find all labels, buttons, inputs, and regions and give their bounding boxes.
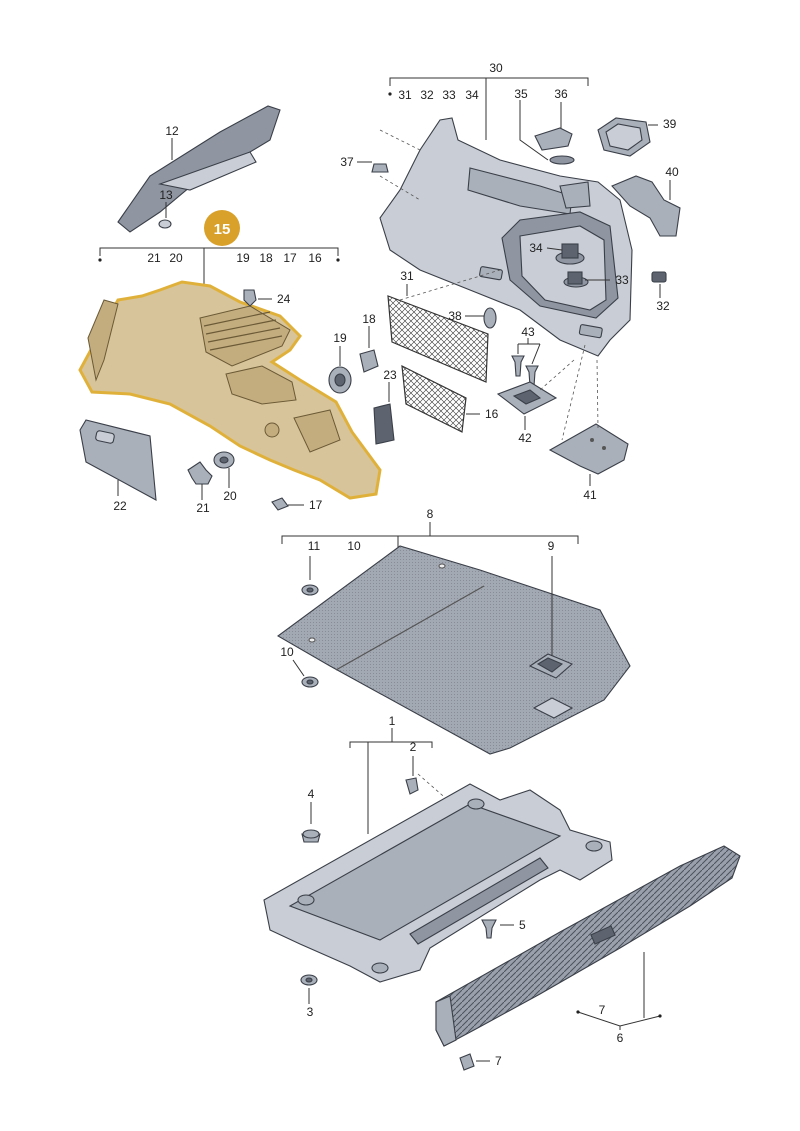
floor-mat-group: 8 11 10 9 10 xyxy=(276,507,631,755)
floor-mat-8[interactable] xyxy=(276,545,631,755)
callout-3[interactable]: 3 xyxy=(307,1005,314,1019)
clip-7[interactable] xyxy=(459,1053,475,1071)
callout-12[interactable]: 12 xyxy=(165,124,179,138)
callout-18[interactable]: 18 xyxy=(362,312,376,326)
clip-32[interactable] xyxy=(651,271,667,283)
clip-37[interactable] xyxy=(371,163,389,173)
clip-2[interactable] xyxy=(405,777,419,795)
clip-24[interactable] xyxy=(243,289,257,307)
cover-panel-12[interactable] xyxy=(117,105,281,233)
callout-34-top[interactable]: 34 xyxy=(465,88,479,102)
bracket-40[interactable] xyxy=(611,175,681,237)
callout-5[interactable]: 5 xyxy=(519,918,526,932)
callout-38[interactable]: 38 xyxy=(448,309,462,323)
callout-7-top[interactable]: 7 xyxy=(599,1003,606,1017)
callout-30[interactable]: 30 xyxy=(489,61,503,75)
callout-16-top[interactable]: 16 xyxy=(308,251,322,265)
side-trim-left-panel-15[interactable] xyxy=(78,280,382,500)
callout-42[interactable]: 42 xyxy=(518,431,532,445)
callout-1[interactable]: 1 xyxy=(389,714,396,728)
callout-20[interactable]: 20 xyxy=(223,489,237,503)
callout-17[interactable]: 17 xyxy=(309,498,323,512)
callout-39[interactable]: 39 xyxy=(663,117,677,131)
luggage-net-16[interactable] xyxy=(401,364,467,433)
side-trim-right-group: 30 31 32 33 34 37 35 36 39 40 xyxy=(340,61,681,502)
callout-15[interactable]: 15 xyxy=(214,221,231,238)
callout-33[interactable]: 33 xyxy=(615,273,629,287)
callout-10[interactable]: 10 xyxy=(280,645,294,659)
latch-23[interactable] xyxy=(373,403,395,445)
callout-35[interactable]: 35 xyxy=(514,87,528,101)
clip-13[interactable] xyxy=(158,219,172,229)
callout-24[interactable]: 24 xyxy=(277,292,291,306)
floor-panel-group: 1 2 4 5 3 7 xyxy=(263,714,741,1071)
callout-36[interactable]: 36 xyxy=(554,87,568,101)
callout-40[interactable]: 40 xyxy=(665,165,679,179)
callout-37[interactable]: 37 xyxy=(340,155,354,169)
mounting-plate-41[interactable] xyxy=(548,423,629,475)
callout-2[interactable]: 2 xyxy=(410,740,417,754)
callout-7[interactable]: 7 xyxy=(495,1054,502,1068)
callout-33-top[interactable]: 33 xyxy=(442,88,456,102)
cover-group-12: 12 13 xyxy=(117,105,281,233)
callout-6[interactable]: 6 xyxy=(617,1031,624,1045)
callout-17-top[interactable]: 17 xyxy=(283,251,297,265)
callout-41[interactable]: 41 xyxy=(583,488,597,502)
callout-9[interactable]: 9 xyxy=(548,539,555,553)
luggage-net-31[interactable] xyxy=(387,295,489,383)
callout-20-top[interactable]: 20 xyxy=(169,251,183,265)
callout-21[interactable]: 21 xyxy=(196,501,210,515)
callout-21-top[interactable]: 21 xyxy=(147,251,161,265)
callout-19[interactable]: 19 xyxy=(333,331,347,345)
bracket-35[interactable] xyxy=(534,127,573,151)
clip-18[interactable] xyxy=(359,349,379,373)
callout-31[interactable]: 31 xyxy=(400,269,414,283)
callout-32[interactable]: 32 xyxy=(656,299,670,313)
callout-16[interactable]: 16 xyxy=(485,407,499,421)
side-trim-left-group: 15 21 20 19 18 17 16 24 19 18 23 xyxy=(78,210,499,515)
bolt-21[interactable] xyxy=(187,461,213,485)
callout-10-top[interactable]: 10 xyxy=(347,539,361,553)
callout-34[interactable]: 34 xyxy=(529,241,543,255)
callout-19-top[interactable]: 19 xyxy=(236,251,250,265)
clip-17[interactable] xyxy=(271,497,289,511)
knob-38[interactable] xyxy=(483,307,497,329)
callout-11[interactable]: 11 xyxy=(308,539,321,553)
callout-13[interactable]: 13 xyxy=(159,188,173,202)
callout-22[interactable]: 22 xyxy=(113,499,127,513)
callout-4[interactable]: 4 xyxy=(308,787,315,801)
callout-32-top[interactable]: 32 xyxy=(420,88,434,102)
callout-8[interactable]: 8 xyxy=(427,507,434,521)
callout-43[interactable]: 43 xyxy=(521,325,535,339)
screw-5[interactable] xyxy=(481,919,497,939)
callout-23[interactable]: 23 xyxy=(383,368,397,382)
highlight-callout-badge[interactable] xyxy=(204,210,240,246)
callout-18-top[interactable]: 18 xyxy=(259,251,273,265)
callout-31-top[interactable]: 31 xyxy=(398,88,412,102)
